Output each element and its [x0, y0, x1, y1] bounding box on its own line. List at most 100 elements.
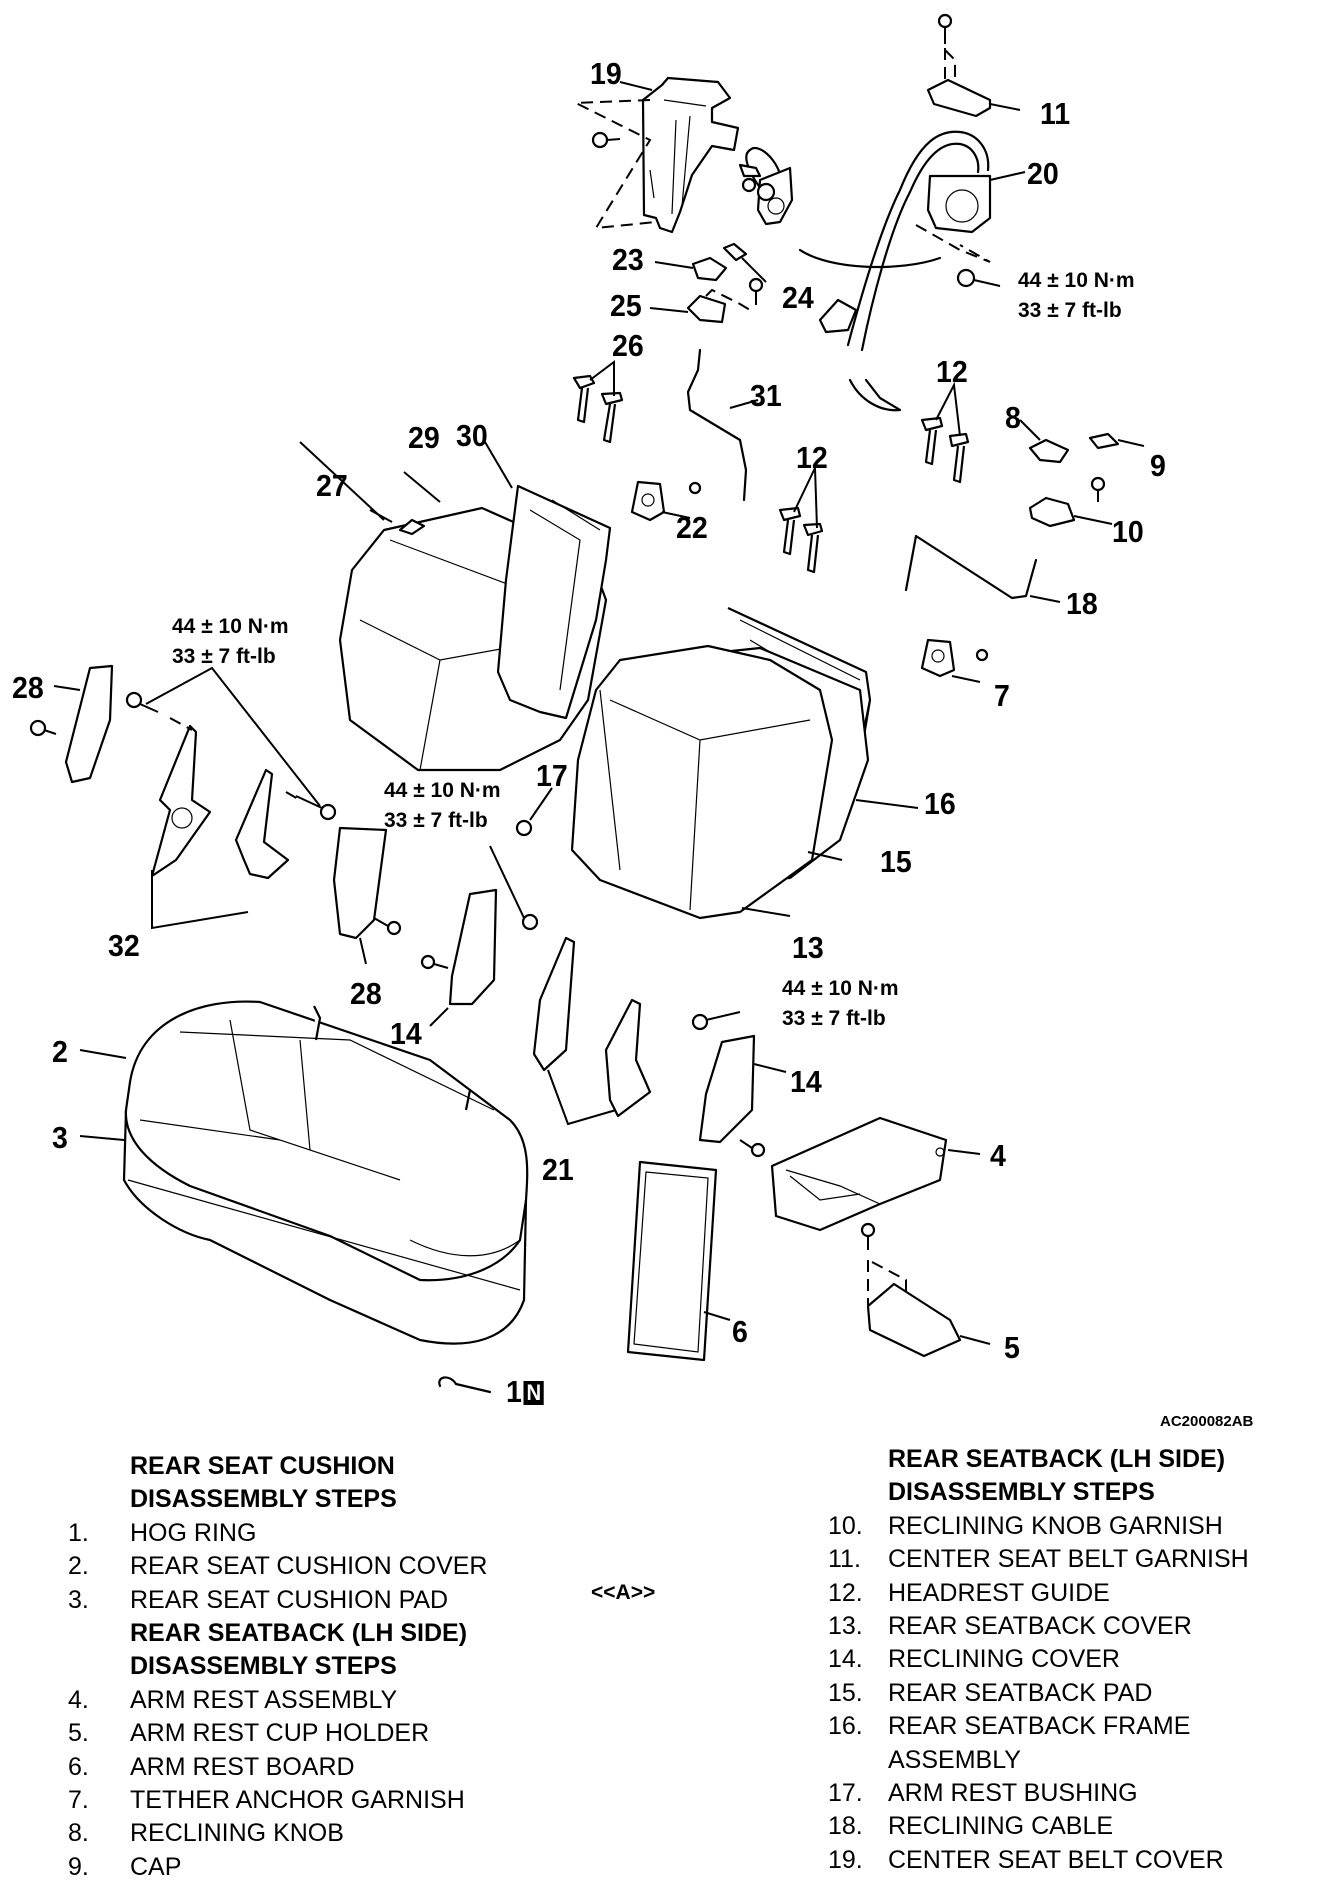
callout-13: 13 — [792, 930, 824, 965]
legend-heading: DISASSEMBLY STEPS — [68, 1483, 628, 1516]
torque-spec-hinge-right: 44 ± 10 N·m 33 ± 7 ft-lb — [782, 974, 899, 1034]
legend-item-number: 6. — [68, 1752, 89, 1781]
legend-item-number: 8. — [68, 1819, 89, 1848]
callout-32: 32 — [108, 928, 140, 963]
note-marker: <<A>> — [591, 1581, 656, 1604]
legend-item-text: HEADREST GUIDE — [888, 1578, 1110, 1607]
callout-28-right: 28 — [350, 976, 382, 1011]
torque-imperial: 33 ± 7 ft-lb — [172, 645, 276, 668]
torque-metric: 44 ± 10 N·m — [384, 779, 501, 802]
part-32-hinge — [125, 666, 337, 930]
callout-9: 9 — [1150, 448, 1166, 483]
callout-3: 3 — [52, 1120, 68, 1155]
legend-item-number: 14. — [828, 1645, 863, 1674]
callout-24: 24 — [782, 280, 814, 315]
torque-spec-hinge-left: 44 ± 10 N·m 33 ± 7 ft-lb — [172, 612, 289, 672]
legend-item-number: 12. — [828, 1578, 863, 1607]
callout-4: 4 — [990, 1138, 1006, 1173]
callout-14-left: 14 — [390, 1016, 422, 1051]
legend-item-text: CENTER SEAT BELT GARNISH — [888, 1545, 1249, 1574]
legend-item-number: 5. — [68, 1719, 89, 1748]
legend-item-text: ARM REST BOARD — [130, 1752, 355, 1781]
legend-item: 12. HEADREST GUIDE — [828, 1577, 1328, 1610]
part-28-reclining-cover-right — [332, 826, 402, 965]
legend-item-text: ASSEMBLY — [888, 1745, 1021, 1774]
legend-item-text: RECLINING KNOB GARNISH — [888, 1511, 1223, 1540]
part-20-center-seat-belt — [745, 130, 1026, 412]
callout-26: 26 — [612, 328, 644, 363]
legend-item: ASSEMBLY — [828, 1744, 1328, 1777]
legend-heading-text: DISASSEMBLY STEPS — [130, 1485, 397, 1514]
legend-item: 15. REAR SEATBACK PAD — [828, 1677, 1328, 1710]
part-26-headrest-guides — [572, 360, 624, 444]
legend-item-text: REAR SEATBACK FRAME — [888, 1712, 1191, 1741]
callout-11: 11 — [1040, 96, 1071, 131]
legend-item-number: 19. — [828, 1845, 863, 1874]
legend-item-text: HOG RING — [130, 1518, 257, 1547]
legend-heading: REAR SEAT CUSHION — [68, 1450, 628, 1483]
part-22-garnish — [630, 480, 702, 522]
legend-item-text: ARM REST ASSEMBLY — [130, 1685, 398, 1714]
legend-item-number: 9. — [68, 1852, 89, 1881]
callout-15: 15 — [880, 844, 912, 879]
part-14-reclining-cover-right — [698, 1034, 787, 1158]
callout-1-number: 1 — [506, 1374, 522, 1409]
callout-17: 17 — [536, 758, 568, 793]
callout-10: 10 — [1112, 514, 1144, 549]
callout-16: 16 — [924, 786, 956, 821]
legend-item: 14.RECLINING COVER — [828, 1643, 1328, 1676]
part-28-reclining-cover-left — [29, 664, 114, 784]
callout-14-right: 14 — [790, 1064, 822, 1099]
legend-item: 4.ARM REST ASSEMBLY — [68, 1684, 628, 1717]
legend-item-text: ARM REST BUSHING — [888, 1778, 1138, 1807]
callout-12-right: 12 — [936, 354, 968, 389]
callout-23: 23 — [612, 242, 644, 277]
exploded-parts-diagram: 19 11 20 23 24 25 26 31 12 8 9 12 29 30 … — [12, 13, 1166, 1407]
diagram-drawing — [29, 13, 1145, 1394]
callout-30: 30 — [456, 418, 488, 453]
callout-20: 20 — [1027, 156, 1059, 191]
part-1-hog-ring — [438, 1376, 492, 1394]
part-30-seatback-frame-lh — [484, 441, 612, 720]
non-reusable-badge: N — [523, 1381, 544, 1405]
legend-heading-text: DISASSEMBLY STEPS — [888, 1478, 1155, 1507]
legend-item: 10.RECLINING KNOB GARNISH — [828, 1510, 1328, 1543]
callout-25: 25 — [610, 288, 642, 323]
legend-item: 8.RECLINING KNOB — [68, 1817, 628, 1850]
legend-item-number: 18. — [828, 1812, 863, 1841]
part-12-headrest-guides-center — [778, 467, 824, 574]
part-12-headrest-guides-right — [920, 381, 970, 484]
callout-22: 22 — [676, 510, 708, 545]
legend-item-text: REAR SEAT CUSHION COVER — [130, 1552, 488, 1581]
legend-heading: DISASSEMBLY STEPS — [68, 1650, 628, 1683]
callout-2: 2 — [52, 1034, 68, 1069]
legend-item-number: 16. — [828, 1712, 863, 1741]
legend-item-text: REAR SEATBACK PAD — [888, 1678, 1153, 1707]
legend-item-text: REAR SEAT CUSHION PAD — [130, 1585, 449, 1614]
callout-29: 29 — [408, 420, 440, 455]
parts-23-24-25 — [649, 242, 767, 324]
legend-item-text: CENTER SEAT BELT COVER — [888, 1845, 1224, 1874]
torque-metric: 44 ± 10 N·m — [1018, 269, 1135, 292]
legend-heading-text: REAR SEATBACK (LH SIDE) — [888, 1445, 1226, 1473]
part-21-hinge — [489, 845, 741, 1126]
torque-imperial: 33 ± 7 ft-lb — [1018, 299, 1122, 322]
part-13-seatback-cover — [570, 644, 843, 920]
callout-8: 8 — [1005, 400, 1021, 435]
part-18-cable — [904, 534, 1061, 603]
part-2-3-seat-cushion — [79, 1000, 529, 1345]
legend-item-number: 15. — [828, 1678, 863, 1707]
part-6-arm-rest-board — [626, 1160, 731, 1362]
callout-21: 21 — [542, 1152, 574, 1187]
legend-item: 13.REAR SEATBACK COVER — [828, 1610, 1328, 1643]
callout-27: 27 — [316, 468, 348, 503]
legend-right-column: REAR SEATBACK (LH SIDE) DISASSEMBLY STEPS… — [828, 1443, 1328, 1877]
legend-heading-text: REAR SEATBACK (LH SIDE) — [130, 1618, 468, 1647]
legend-item: 6. ARM REST BOARD — [68, 1751, 628, 1784]
part-7-garnish — [920, 638, 989, 683]
part-19-center-seat-belt-cover — [575, 76, 740, 234]
callout-7: 7 — [994, 678, 1010, 713]
legend-item-number: 7. — [68, 1785, 89, 1814]
callout-5: 5 — [1004, 1330, 1020, 1365]
